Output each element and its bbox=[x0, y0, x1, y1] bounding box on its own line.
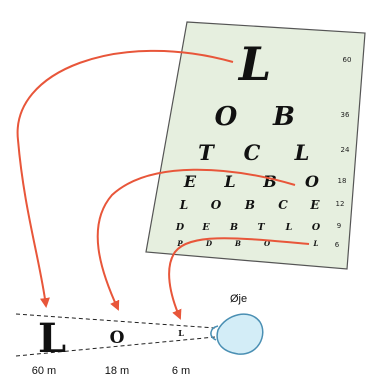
arrow-60m bbox=[16, 49, 234, 308]
eye-label: Øje bbox=[230, 293, 247, 305]
acuity-number: 12 bbox=[336, 200, 345, 208]
chart-letter: E bbox=[201, 222, 210, 233]
chart-letter: C bbox=[278, 198, 288, 212]
chart-letter: O bbox=[264, 239, 271, 248]
chart-letter: B bbox=[272, 102, 295, 132]
arrow-6m bbox=[168, 237, 310, 320]
chart-letter: D bbox=[175, 222, 185, 233]
chart-letter: O bbox=[211, 198, 222, 212]
chart-letter: E bbox=[309, 198, 320, 212]
distance-label-18m: 18 m bbox=[105, 365, 129, 377]
letter-6m: L bbox=[178, 328, 184, 338]
acuity-number: 36 bbox=[341, 111, 350, 119]
chart-letter: C bbox=[244, 140, 261, 165]
chart-letter: O bbox=[305, 172, 319, 191]
chart-letter: L bbox=[237, 37, 271, 91]
chart-letter: T bbox=[198, 140, 215, 165]
chart-letter: L bbox=[223, 172, 235, 191]
acuity-number: 9 bbox=[337, 222, 341, 230]
chart-letter: O bbox=[312, 222, 321, 233]
chart-letter: B bbox=[244, 198, 255, 212]
distance-label-60m: 60 m bbox=[32, 365, 56, 377]
snellen-chart-background bbox=[145, 21, 366, 270]
arrows bbox=[16, 49, 310, 320]
acuity-number: 18 bbox=[338, 177, 347, 185]
letter-18m: O bbox=[110, 328, 125, 348]
chart-letter: B bbox=[229, 222, 238, 233]
chart-letter: E bbox=[183, 172, 197, 191]
viewing-letters: L O L bbox=[38, 315, 184, 362]
chart-letter: L bbox=[179, 198, 188, 212]
chart-letter: O bbox=[215, 102, 238, 132]
distance-label-6m: 6 m bbox=[172, 365, 190, 377]
acuity-number: 6 bbox=[335, 241, 340, 249]
letter-60m: L bbox=[38, 315, 66, 362]
chart-letter: D bbox=[205, 239, 213, 248]
chart-letter: L bbox=[313, 239, 319, 248]
distance-labels: 60 m 18 m 6 m bbox=[32, 365, 190, 377]
arrow-18m bbox=[96, 168, 296, 311]
chart-letter: T bbox=[257, 222, 265, 233]
sight-lines bbox=[15, 313, 216, 357]
chart-letter: L bbox=[294, 140, 310, 165]
acuity-number: 24 bbox=[341, 146, 350, 154]
chart-letter: B bbox=[234, 239, 241, 248]
acuity-number: 60 bbox=[343, 56, 352, 64]
chart-letter: P bbox=[176, 239, 183, 248]
eye-icon bbox=[210, 313, 264, 355]
chart-letter: B bbox=[262, 172, 277, 191]
snellen-chart: L 60 O B 36 T C L 24 E L B O 18 L O B C … bbox=[175, 37, 352, 249]
chart-letter: L bbox=[285, 222, 293, 233]
